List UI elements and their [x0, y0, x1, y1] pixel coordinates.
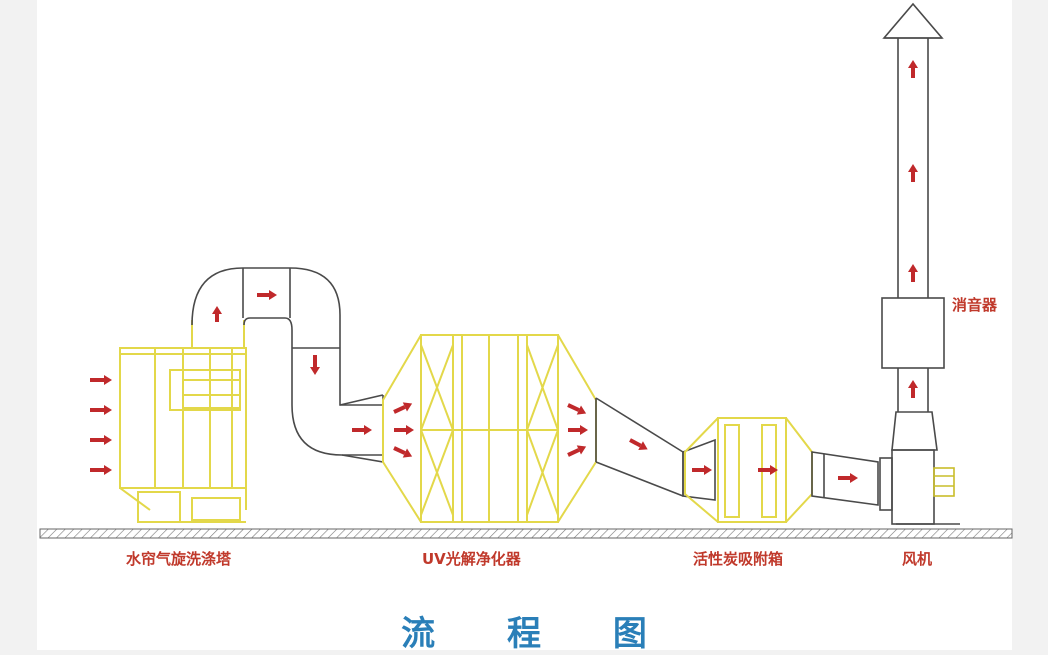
flow-arrow-up — [908, 380, 918, 398]
flow-arrow-up — [908, 60, 918, 78]
inlet-arrow — [90, 405, 112, 415]
flow-arrow — [393, 402, 413, 414]
flow-arrow-right — [257, 290, 277, 300]
flow-arrow — [567, 403, 587, 415]
fan — [879, 411, 960, 525]
scrubber-label: 水帘气旋洗涤塔 — [126, 550, 232, 568]
duct-1 — [191, 267, 384, 463]
duct-2 — [595, 397, 716, 501]
flow-arrow — [692, 465, 712, 475]
exhaust-stack — [881, 2, 945, 412]
diagram-title: 流 程 图 — [401, 614, 677, 654]
flow-arrow-down — [310, 355, 320, 375]
inlet-arrow — [90, 465, 112, 475]
flow-arrow — [629, 438, 648, 451]
flow-arrow-up — [212, 306, 222, 322]
duct-3 — [811, 451, 879, 506]
diagram-canvas — [37, 0, 1012, 650]
inlet-arrow — [90, 375, 112, 385]
flow-arrow-up — [908, 164, 918, 182]
flow-arrow-right — [352, 425, 372, 435]
uv-purifier — [382, 334, 597, 523]
silencer-label: 消音器 — [952, 296, 998, 314]
ground-line — [39, 528, 1013, 539]
carbon-box-label: 活性炭吸附箱 — [693, 550, 784, 568]
flow-arrow — [838, 473, 858, 483]
uv-purifier-label: UV光解净化器 — [422, 550, 521, 568]
scrubber-tower — [119, 320, 247, 523]
flow-arrow — [758, 465, 778, 475]
flow-arrow — [394, 425, 414, 435]
fan-label: 风机 — [902, 550, 933, 568]
flow-arrow — [393, 446, 413, 458]
flow-arrows — [90, 60, 918, 483]
flow-arrow-up — [908, 264, 918, 282]
flow-arrow — [568, 425, 588, 435]
inlet-arrow — [90, 435, 112, 445]
flow-arrow — [567, 445, 587, 457]
